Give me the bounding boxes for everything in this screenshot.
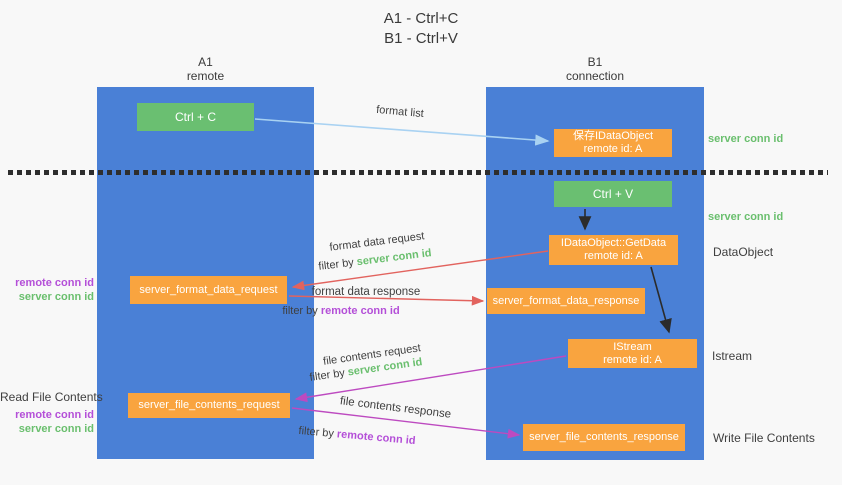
node-istream-line1: IStream — [613, 340, 652, 353]
lane-b-header: B1 connection — [486, 55, 704, 83]
node-ctrl-v-label: Ctrl + V — [592, 187, 634, 201]
side-label-remote-conn-id-2: remote conn id — [15, 409, 94, 421]
title-line-2: B1 - Ctrl+V — [384, 30, 458, 47]
diagram-title: A1 - Ctrl+C B1 - Ctrl+V — [0, 9, 842, 49]
node-server-file-contents-request-label: server_file_contents_request — [138, 399, 280, 411]
title-line-1: A1 - Ctrl+C — [383, 10, 459, 27]
filter-by-text: filter by — [282, 305, 318, 317]
node-server-format-data-response: server_format_data_response — [487, 288, 645, 314]
node-idataobject-getdata: IDataObject::GetData remote id: A — [549, 235, 678, 265]
edge-label-format-list: format list — [375, 103, 425, 121]
side-label-server-conn-id-mid: server conn id — [708, 211, 784, 223]
node-server-format-data-request-label: server_format_data_request — [139, 284, 278, 296]
side-label-read-file-contents: Read File Contents — [0, 390, 103, 404]
node-ctrl-v: Ctrl + V — [554, 181, 672, 207]
edge-label-format-data-response: format data response — [311, 286, 421, 298]
lane-a-name: A1 — [198, 55, 213, 69]
remote-conn-id-text: remote conn id — [336, 428, 416, 448]
node-server-format-data-request: server_format_data_request — [130, 276, 287, 304]
side-label-server-conn-id-2: server conn id — [18, 423, 94, 435]
node-server-file-contents-request: server_file_contents_request — [128, 393, 290, 418]
node-idataobject-getdata-line2: remote id: A — [584, 250, 643, 262]
edge-label-file-contents-response: file contents response — [339, 395, 452, 421]
side-label-dataobject: DataObject — [713, 245, 774, 259]
node-save-idataobject-line1: 保存IDataObject — [572, 130, 654, 142]
node-server-file-contents-response: server_file_contents_response — [523, 424, 685, 451]
lane-b-subtitle: connection — [565, 69, 625, 83]
side-label-server-conn-id-1: server conn id — [18, 291, 94, 303]
node-ctrl-c: Ctrl + C — [137, 103, 254, 131]
node-ctrl-c-label: Ctrl + C — [174, 110, 216, 124]
side-label-istream: Istream — [712, 349, 753, 363]
filter-by-text: filter by — [308, 367, 346, 384]
side-label-write-file-contents: Write File Contents — [713, 431, 815, 445]
remote-conn-id-text: remote conn id — [320, 305, 400, 317]
node-server-file-contents-response-label: server_file_contents_response — [529, 431, 679, 443]
node-save-idataobject: 保存IDataObject remote id: A — [554, 129, 672, 157]
lane-a-subtitle: remote — [186, 69, 225, 83]
side-label-remote-conn-id-1: remote conn id — [15, 277, 94, 289]
node-server-format-data-response-label: server_format_data_response — [492, 295, 640, 307]
lane-b-name: B1 — [587, 55, 603, 69]
node-istream-line2: remote id: A — [603, 353, 662, 366]
node-istream: IStream remote id: A — [568, 339, 697, 368]
lane-a-header: A1 remote — [97, 55, 314, 83]
filter-by-text: filter by — [317, 256, 355, 273]
node-idataobject-getdata-line1: IDataObject::GetData — [560, 237, 667, 249]
side-label-server-conn-id-top: server conn id — [708, 133, 784, 145]
server-conn-id-text: server conn id — [356, 247, 433, 269]
edge-label-filter-by-remote-conn-id-1: filter by remote conn id — [271, 305, 411, 317]
node-save-idataobject-line2: remote id: A — [583, 143, 643, 155]
dotted-separator — [8, 170, 828, 175]
